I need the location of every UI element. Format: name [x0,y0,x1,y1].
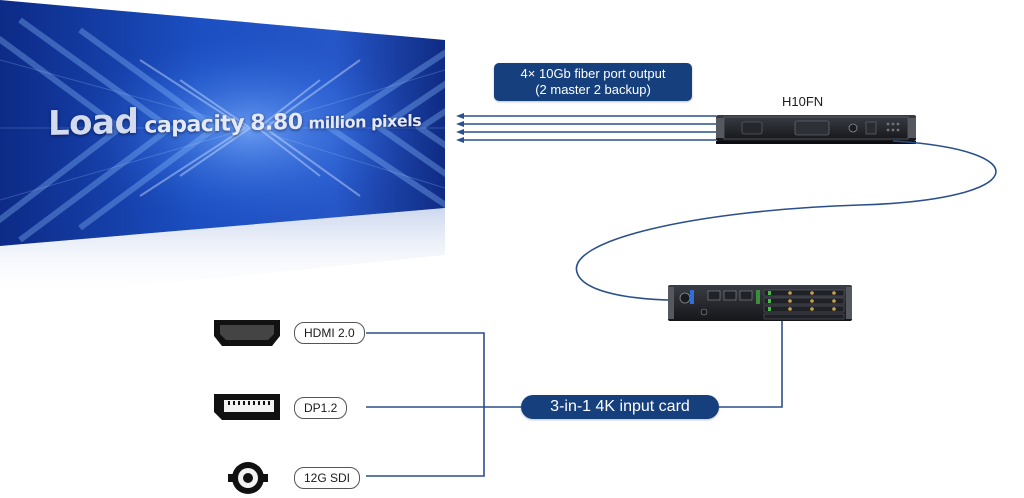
led-wall [0,0,445,300]
bnc-connector-icon [228,462,268,494]
input-card-label: 3-in-1 4K input card [521,395,719,419]
caption-unit: million pixels [308,110,422,133]
displayport-icon [214,394,280,420]
device-model-label: H10FN [782,94,824,109]
caption-load: Load [48,101,139,144]
input-card-chassis [668,285,852,321]
h10fn-device [716,115,916,144]
fiber-output-callout: 4× 10Gb fiber port output (2 master 2 ba… [494,63,692,101]
fiber-links [456,113,716,143]
caption-capacity: capacity [144,111,245,139]
wall-reflection [0,208,445,300]
hdmi-label: HDMI 2.0 [294,322,365,344]
sdi-label: 12G SDI [294,467,361,489]
displayport-label: DP1.2 [294,397,348,419]
fiber-output-line2: (2 master 2 backup) [535,82,651,97]
hdmi-port-icon [214,320,280,346]
caption-value: 8.80 [250,109,303,137]
fiber-output-line1: 4× 10Gb fiber port output [520,66,666,81]
input-wiring [366,321,783,477]
tunnel-pattern [0,7,445,246]
device-link-cable [575,140,997,301]
